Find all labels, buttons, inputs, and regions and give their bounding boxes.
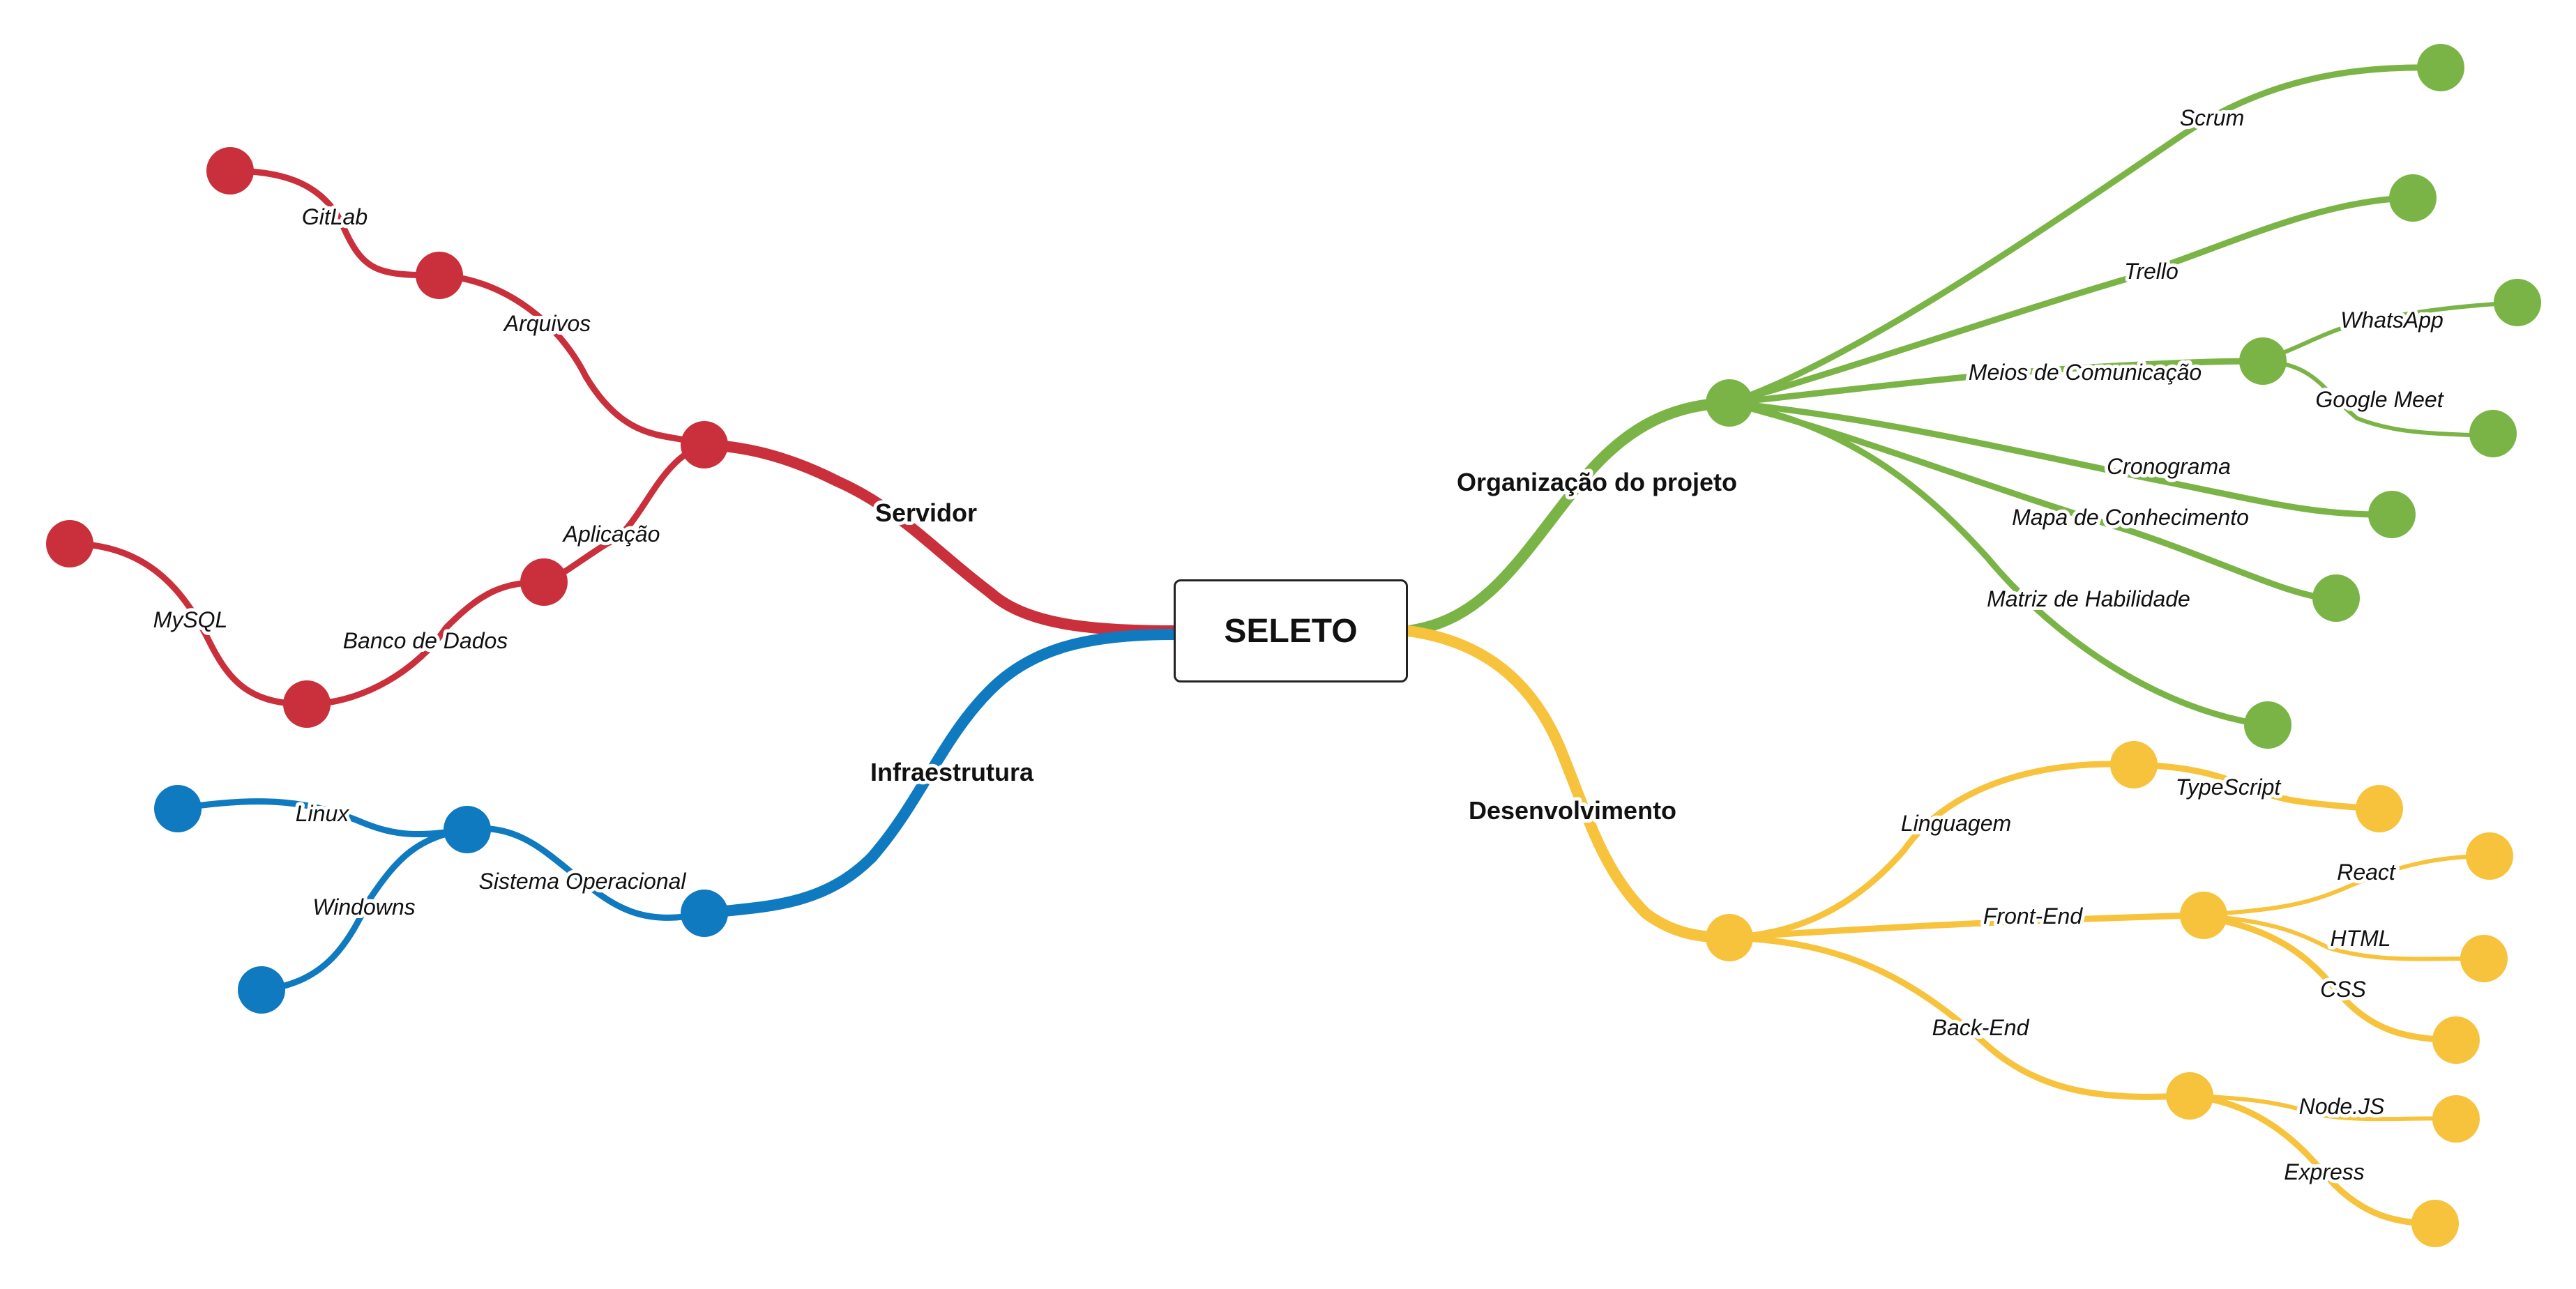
node-servidor[interactable] xyxy=(681,421,728,468)
label-infraestrutura: Infraestrutura xyxy=(870,758,1034,786)
node-windows[interactable] xyxy=(238,966,285,1014)
edge-root-organizacao xyxy=(1402,397,1735,636)
node-matriz[interactable] xyxy=(2244,701,2291,749)
edge-backend-node xyxy=(2188,1094,2457,1122)
label-typescript: TypeScript xyxy=(2176,775,2282,800)
label-trello: Trello xyxy=(2124,259,2179,284)
node-gitlab[interactable] xyxy=(206,147,254,195)
label-arquivos: Arquivos xyxy=(503,311,591,336)
label-linux: Linux xyxy=(296,801,350,826)
edge-meios-whatsapp xyxy=(2257,300,2520,363)
label-scrum: Scrum xyxy=(2180,105,2244,130)
edge-org-matriz xyxy=(1726,399,2270,729)
node-linguagem[interactable] xyxy=(2110,741,2158,788)
label-html: HTML xyxy=(2330,926,2391,951)
edge-root-desenvolvimento xyxy=(1402,625,1735,943)
node-arquivos[interactable] xyxy=(416,252,463,299)
edge-aplicacao-banco xyxy=(303,579,547,708)
branch-servidor: Servidor Arquivos GitLab Aplicação Banco… xyxy=(46,147,1179,728)
node-desenvolvimento[interactable] xyxy=(1706,914,1753,961)
label-mysql: MySQL xyxy=(153,607,228,632)
node-linux[interactable] xyxy=(154,785,202,832)
label-aplicacao: Aplicação xyxy=(562,521,660,547)
node-banco[interactable] xyxy=(283,680,331,728)
edge-org-meios xyxy=(1726,358,2263,406)
edge-dev-linguagem xyxy=(1726,761,2137,941)
edge-so-windows xyxy=(258,826,471,993)
node-react[interactable] xyxy=(2466,832,2513,880)
edge-arquivos-gitlab xyxy=(227,167,443,279)
edge-root-infraestrutura xyxy=(699,629,1179,919)
edge-org-scrum xyxy=(1726,64,2437,406)
label-linguagem: Linguagem xyxy=(1901,811,2011,836)
edge-root-servidor xyxy=(699,439,1179,636)
edge-org-trello xyxy=(1726,195,2409,406)
edge-frontend-css xyxy=(2193,912,2458,1044)
node-trello[interactable] xyxy=(2389,174,2437,222)
node-scrum[interactable] xyxy=(2417,44,2464,91)
label-banco: Banco de Dados xyxy=(343,628,508,653)
node-meet[interactable] xyxy=(2469,410,2517,457)
label-organizacao: Organização do projeto xyxy=(1457,468,1737,496)
node-aplicacao[interactable] xyxy=(520,558,568,606)
label-desenvolvimento: Desenvolvimento xyxy=(1469,796,1676,825)
node-whatsapp[interactable] xyxy=(2494,279,2541,326)
label-servidor: Servidor xyxy=(875,498,977,527)
label-cronograma: Cronograma xyxy=(2107,454,2231,479)
label-meios: Meios de Comunicação xyxy=(1969,360,2202,385)
label-meet: Google Meet xyxy=(2315,387,2444,412)
label-matriz: Matriz de Habilidade xyxy=(1987,586,2190,611)
node-css[interactable] xyxy=(2432,1016,2480,1064)
node-backend[interactable] xyxy=(2166,1072,2213,1120)
branch-infraestrutura: Infraestrutura Sistema Operacional Linux… xyxy=(154,629,1179,1014)
node-frontend[interactable] xyxy=(2180,892,2227,939)
root-node[interactable]: SELETO xyxy=(1174,579,1408,682)
edge-dev-backend xyxy=(1726,934,2193,1100)
node-organizacao[interactable] xyxy=(1706,379,1753,427)
label-so: Sistema Operacional xyxy=(478,869,686,894)
edge-org-cronograma xyxy=(1726,399,2395,518)
edge-frontend-html xyxy=(2195,913,2485,961)
node-cronograma[interactable] xyxy=(2368,491,2416,538)
label-mapa: Mapa de Conhecimento xyxy=(2012,505,2249,530)
label-css: CSS xyxy=(2320,977,2366,1002)
label-node: Node.JS xyxy=(2299,1094,2385,1119)
edge-infra-so xyxy=(464,825,708,921)
branch-organizacao: Organização do projeto Scrum Trello Meio… xyxy=(1402,44,2541,749)
edge-org-mapa xyxy=(1726,399,2340,603)
node-mysql[interactable] xyxy=(46,520,93,567)
label-windows: Windowns xyxy=(312,894,415,920)
label-express: Express xyxy=(2284,1159,2365,1184)
label-gitlab: GitLab xyxy=(302,204,368,229)
node-meios[interactable] xyxy=(2239,337,2287,385)
node-typescript[interactable] xyxy=(2356,785,2403,832)
node-mapa[interactable] xyxy=(2312,574,2360,622)
root-label: SELETO xyxy=(1224,612,1358,650)
edge-dev-frontend xyxy=(1726,912,2200,941)
edge-meios-meet xyxy=(2257,359,2492,438)
edge-banco-mysql xyxy=(66,540,310,708)
edge-frontend-react xyxy=(2195,854,2492,917)
edge-so-linux xyxy=(174,798,471,838)
edge-servidor-aplicacao xyxy=(540,441,708,586)
label-react: React xyxy=(2337,860,2396,885)
branch-desenvolvimento: Desenvolvimento Linguagem TypeScript Fro… xyxy=(1402,625,2513,1247)
node-express[interactable] xyxy=(2411,1200,2459,1247)
node-html[interactable] xyxy=(2460,935,2508,982)
node-infraestrutura[interactable] xyxy=(681,890,728,937)
label-frontend: Front-End xyxy=(1983,903,2083,929)
node-so[interactable] xyxy=(444,806,491,853)
label-backend: Back-End xyxy=(1932,1015,2030,1040)
node-node[interactable] xyxy=(2432,1095,2480,1143)
label-whatsapp: WhatsApp xyxy=(2340,307,2444,333)
edge-backend-express xyxy=(2186,1092,2437,1227)
edge-servidor-arquivos xyxy=(436,272,708,448)
